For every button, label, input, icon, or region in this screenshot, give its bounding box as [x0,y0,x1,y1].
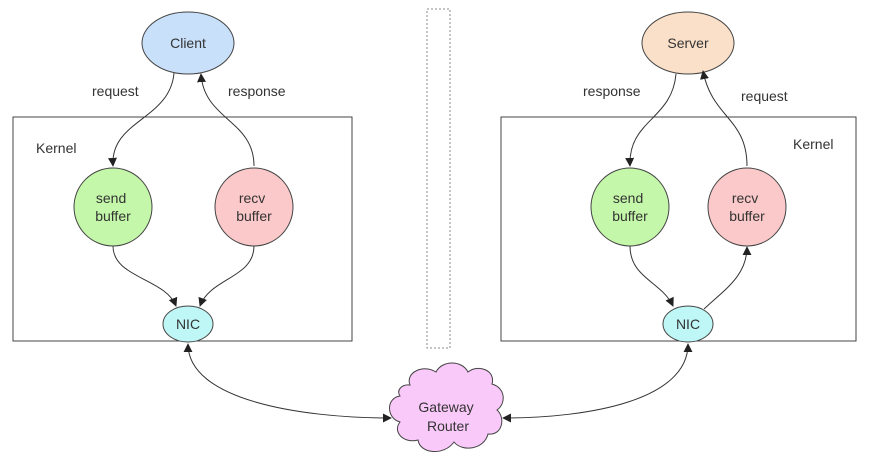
server-nic-ellipse [662,305,714,343]
server-send-buffer-text: send buffer [612,190,648,224]
client-recv-buffer-text: recv buffer [236,190,272,224]
server-request-label: request [741,88,788,104]
server-request-arrow [700,70,748,167]
server-kernel-label: Kernel [793,136,833,152]
server-nic-label: NIC [676,316,700,332]
gateway-router: Gateway Router [389,362,504,452]
server-nic-router-link [502,343,693,423]
client-nic-router-link [183,343,392,423]
client-request-arrow [107,72,175,167]
server-ellipse [641,11,735,75]
server-recv-buffer-circle [707,167,787,247]
server-recv-buffer: recv buffer [707,167,787,247]
client-send-to-nic-arrow [112,245,178,307]
server-label: Server [667,35,709,51]
server-recv-buffer-text: recv buffer [729,190,765,224]
gateway-router-text: Gateway Router [418,399,477,434]
client-send-buffer-circle [73,167,153,247]
client-request-label: request [92,83,139,99]
client-ellipse [141,11,235,75]
server-side: Kernel Server send buffer recv buffer NI… [500,11,857,343]
client-nic-ellipse [162,305,214,343]
client-send-buffer: send buffer [73,167,153,247]
client-nic: NIC [162,305,214,343]
client-kernel-label: Kernel [36,140,76,156]
client-node: Client [141,11,235,75]
server-response-arrow [625,73,677,167]
server-send-buffer-circle [590,167,670,247]
server-nic-to-recv-arrow [703,246,752,310]
client-nic-label: NIC [176,316,200,332]
server-send-buffer: send buffer [590,167,670,247]
client-response-arrow [197,73,255,167]
separator [426,8,451,349]
client-recv-buffer: recv buffer [214,167,294,247]
client-side: Kernel Client send buffer recv buffer NI… [12,11,353,343]
server-response-label: response [583,83,641,99]
client-nic-to-recv-arrow [198,245,255,307]
server-nic: NIC [662,305,714,343]
client-send-buffer-text: send buffer [95,190,131,224]
client-response-label: response [228,83,286,99]
client-label: Client [170,35,206,51]
client-recv-buffer-circle [214,167,294,247]
server-node: Server [641,11,735,75]
server-send-to-nic-arrow [629,245,674,307]
